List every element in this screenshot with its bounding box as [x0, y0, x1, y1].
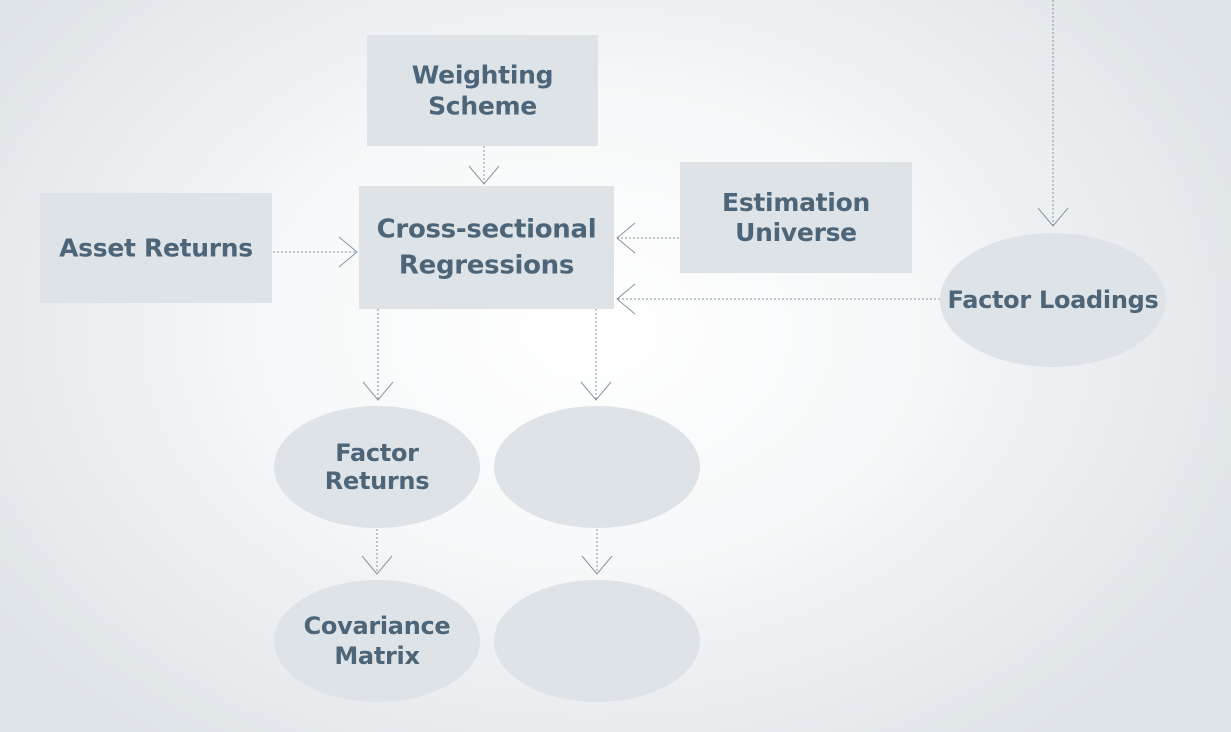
arrow-weighting-to-regressions: [468, 146, 500, 185]
factor-loadings-shape: [940, 233, 1166, 367]
cross-sectional-regressions-label-line-2: Regressions: [399, 251, 574, 281]
cross-sectional-regressions-label-line-1: Cross-sectional: [377, 215, 597, 245]
weighting-scheme-shape: [367, 35, 598, 146]
arrow-loadings-to-regressions: [616, 283, 940, 315]
estimation-universe-shape: [680, 162, 912, 273]
covariance-matrix-label-line-1: Covariance: [304, 612, 451, 640]
arrow-factor-returns-to-covariance: [361, 529, 393, 575]
arrow-loadings-to-regressions-head: [616, 283, 636, 315]
arrow-assets-to-regressions-head: [338, 236, 358, 268]
estimation-universe-label-line-2: Universe: [735, 218, 857, 247]
unlabeled-result-ellipse: [494, 406, 700, 528]
covariance-matrix-shape: [274, 580, 480, 702]
arrow-factor-returns-to-covariance-head: [361, 555, 393, 575]
factor-loadings-label-line-1: Factor Loadings: [948, 286, 1159, 314]
arrow-unlabeled-result-to-unlabeled-result-2: [581, 529, 613, 575]
factor-loadings-ellipse: Factor Loadings: [940, 233, 1166, 367]
arrow-universe-to-regressions-head: [616, 222, 636, 254]
arrow-regressions-to-factor-returns-head: [362, 381, 394, 401]
connectors: [273, 0, 1069, 575]
covariance-matrix-label-line-2: Matrix: [334, 642, 420, 670]
unlabeled-result-shape: [494, 406, 700, 528]
factor-returns-label-line-2: Returns: [325, 467, 429, 495]
arrow-universe-to-regressions: [616, 222, 679, 254]
arrow-weighting-to-regressions-head: [468, 165, 500, 185]
unlabeled-result-2-shape: [494, 580, 700, 702]
factor-returns-label-line-1: Factor: [335, 439, 419, 467]
arrow-assets-to-regressions: [273, 236, 358, 268]
unlabeled-result-2-ellipse: [494, 580, 700, 702]
arrow-top-to-loadings: [1037, 0, 1069, 227]
weighting-scheme-label-line-2: Scheme: [428, 92, 537, 121]
estimation-universe-label-line-1: Estimation: [722, 188, 870, 217]
arrow-regressions-to-unlabeled-result-head: [580, 381, 612, 401]
factor-returns-shape: [274, 406, 480, 528]
arrow-regressions-to-factor-returns: [362, 309, 394, 401]
arrow-regressions-to-unlabeled-result: [580, 309, 612, 401]
asset-returns-label-line-1: Asset Returns: [59, 234, 253, 263]
weighting-scheme-label-line-1: Weighting: [412, 61, 553, 90]
asset-returns-shape: [40, 193, 272, 303]
arrow-unlabeled-result-to-unlabeled-result-2-head: [581, 555, 613, 575]
asset-returns-box: Asset Returns: [40, 193, 272, 303]
cross-sectional-regressions-shape: [359, 186, 614, 309]
arrow-top-to-loadings-head: [1037, 207, 1069, 227]
